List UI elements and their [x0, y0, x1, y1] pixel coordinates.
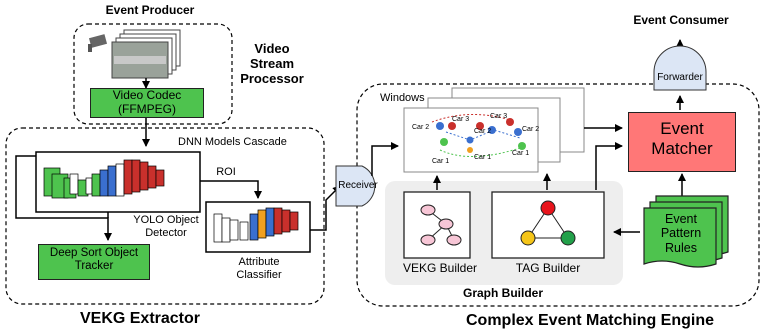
- video-codec-label: Video Codec (FFMPEG): [112, 88, 182, 116]
- event-producer-container: [73, 23, 233, 125]
- rules-label: Event Pattern Rules: [660, 212, 702, 255]
- car-label: Car 3: [490, 113, 508, 120]
- matching-engine-title: Complex Event Matching Engine: [465, 312, 715, 329]
- roi-label: ROI: [216, 166, 236, 178]
- matching-engine-container: [356, 83, 760, 307]
- event-matcher-label: Event Matcher: [651, 119, 713, 158]
- window-graph: [431, 113, 526, 157]
- windows-label: Windows: [380, 92, 425, 104]
- graph-builder-label: Graph Builder: [462, 286, 543, 300]
- stream-processor-label: Video Stream Processor: [240, 41, 304, 86]
- event-consumer-label: Event Consumer: [633, 13, 729, 27]
- car-label: Car 2: [474, 128, 492, 135]
- car-label: Car 3: [452, 116, 470, 123]
- attribute-network-icon: [213, 207, 299, 243]
- car-label: Car 2: [412, 124, 430, 131]
- yolo-network-icon: [43, 159, 165, 199]
- video-codec-box: Video Codec (FFMPEG): [90, 88, 204, 118]
- car-label: Car 2: [522, 126, 540, 133]
- deepsort-label: Deep Sort Object Tracker: [49, 247, 139, 273]
- camera-icon: [88, 34, 108, 52]
- rules-stack: [643, 195, 729, 268]
- receiver-label: Receiver: [338, 180, 378, 191]
- vekg-extractor-container: [5, 127, 325, 305]
- forwarder-label: Forwarder: [657, 72, 703, 83]
- event-producer-label: Event Producer: [105, 3, 195, 17]
- yolo-label: YOLO Object Detector: [133, 214, 199, 239]
- deepsort-box: Deep Sort Object Tracker: [38, 244, 150, 280]
- attribute-label: Attribute Classifier: [236, 256, 282, 281]
- cascade-label: DNN Models Cascade: [178, 136, 287, 148]
- vekg-builder-box: [403, 191, 471, 259]
- car-label: Car 1: [474, 154, 492, 161]
- video-frames-icon: [111, 29, 181, 79]
- car-label: Car 1: [512, 150, 530, 157]
- tag-builder-label: TAG Builder: [515, 261, 581, 275]
- vekg-builder-label: VEKG Builder: [402, 261, 478, 275]
- vekg-graph-icon: [420, 204, 462, 246]
- car-label: Car 1: [432, 158, 450, 165]
- tag-graph-icon: [520, 200, 576, 246]
- vekg-extractor-title: VEKG Extractor: [79, 310, 201, 327]
- receiver-shape: [335, 165, 376, 207]
- forwarder-shape: [653, 45, 707, 91]
- event-matcher-box: Event Matcher: [628, 112, 736, 172]
